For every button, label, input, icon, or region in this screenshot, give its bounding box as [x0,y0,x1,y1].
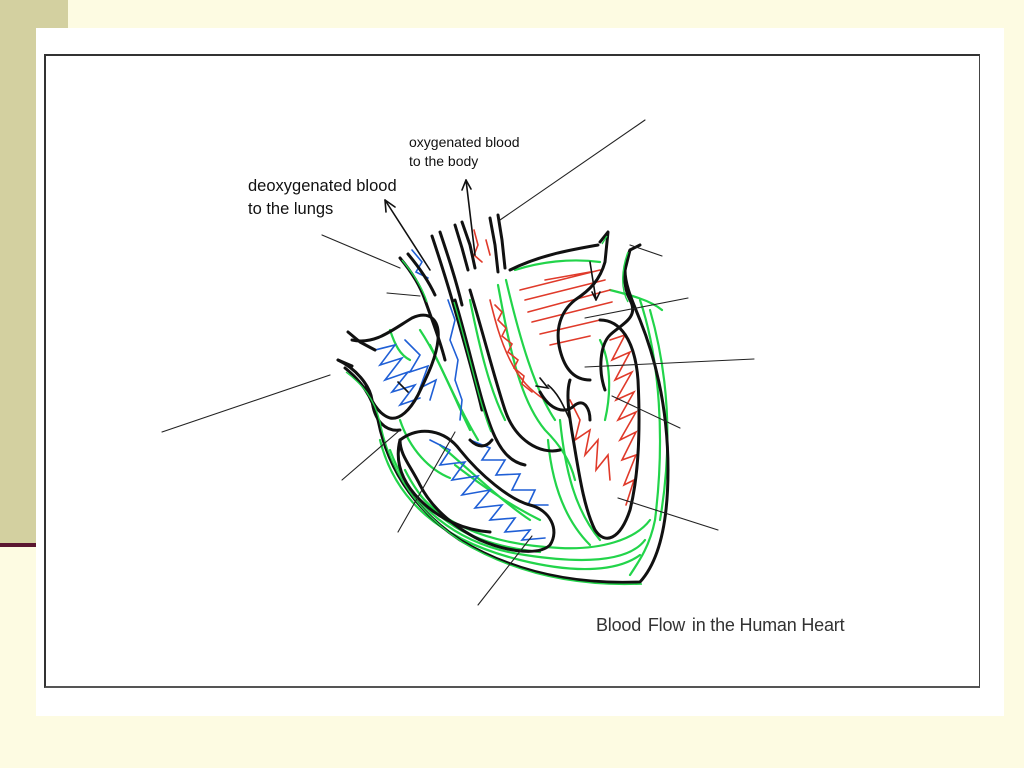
deoxygenated-label-line-1: deoxygenated blood [248,177,397,195]
diagram-frame [44,54,980,688]
deoxygenated-blood-shading [374,249,549,541]
caption-word-flow: Flow [647,615,686,635]
oxygenated-blood-shading [473,229,638,506]
label-pointer-lines [161,119,755,606]
diagram-caption: Blood Flow in the Human Heart [596,615,845,636]
caption-word-blood: Blood [596,615,642,635]
oxygenated-blood-label: oxygenated blood to the body [409,133,520,171]
deoxygenated-label-line-2: to the lungs [248,200,334,218]
oxygenated-label-line-1: oxygenated blood [409,134,520,150]
heart-outline [336,213,670,584]
caption-rest: in the Human Heart [691,615,845,635]
slide-side-rule [0,543,40,547]
flow-arrows [384,179,601,421]
deoxygenated-blood-label: deoxygenated blood to the lungs [248,175,397,221]
oxygenated-label-line-2: to the body [409,153,479,169]
